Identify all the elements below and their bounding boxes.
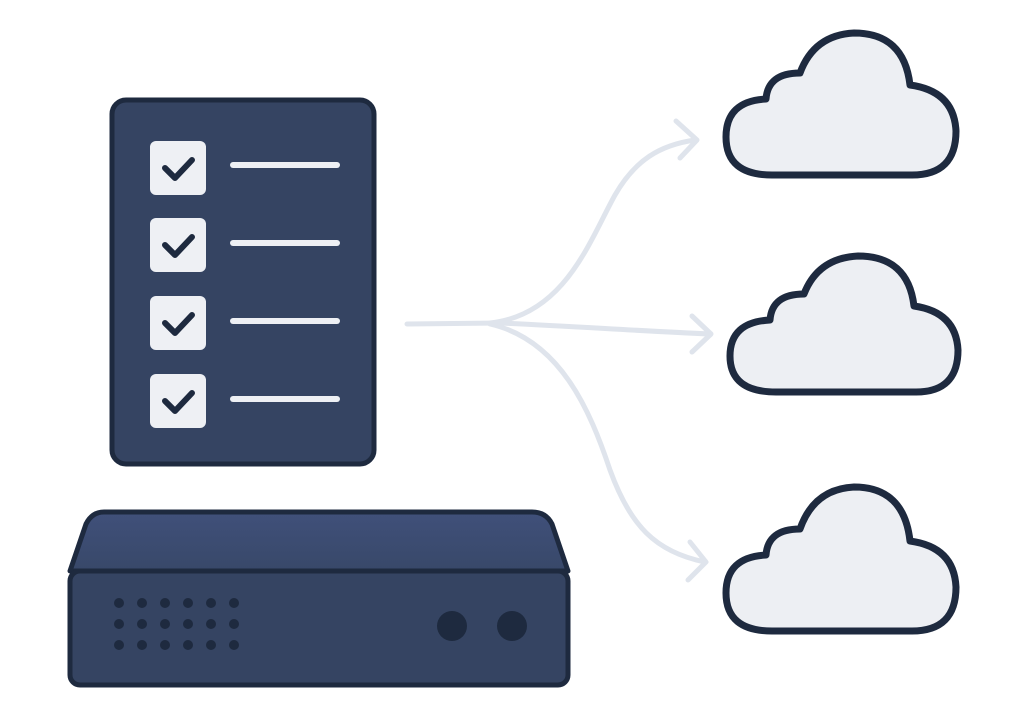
checkbox-4 — [150, 374, 206, 428]
checklist-item-2 — [150, 218, 340, 272]
cloud-icon — [722, 483, 960, 635]
cloud-2 — [726, 252, 962, 396]
cloud-3 — [722, 483, 960, 635]
switch-front-face — [67, 568, 571, 688]
arrowhead-3 — [685, 539, 709, 583]
checkbox-3 — [150, 296, 206, 350]
checklist-item-3 — [150, 296, 340, 350]
cloud-icon — [722, 29, 960, 179]
checklist-item-4 — [150, 374, 340, 428]
arrow-to-cloud-1 — [487, 137, 698, 326]
checkmark-icon — [162, 390, 195, 414]
switch-port-1 — [437, 611, 467, 641]
checkmark-icon — [162, 312, 195, 336]
network-switch-icon — [67, 509, 571, 688]
flow-arrows — [404, 118, 714, 583]
switch-port-2 — [497, 611, 527, 641]
checkbox-1 — [150, 141, 206, 195]
arrow-to-cloud-2 — [497, 320, 713, 337]
checkmark-icon — [162, 234, 195, 258]
switch-top-face — [67, 509, 571, 574]
switch-indicator-dots — [114, 598, 239, 650]
arrowhead-1 — [673, 118, 700, 161]
checklist-icon — [109, 97, 377, 467]
cloud-icon — [726, 252, 962, 396]
arrow-trunk — [404, 320, 503, 327]
cloud-1 — [722, 29, 960, 179]
checkbox-2 — [150, 218, 206, 272]
checkmark-icon — [162, 157, 195, 181]
arrow-to-cloud-3 — [487, 321, 708, 565]
checklist-item-1 — [150, 141, 340, 195]
arrowhead-2 — [689, 313, 714, 355]
